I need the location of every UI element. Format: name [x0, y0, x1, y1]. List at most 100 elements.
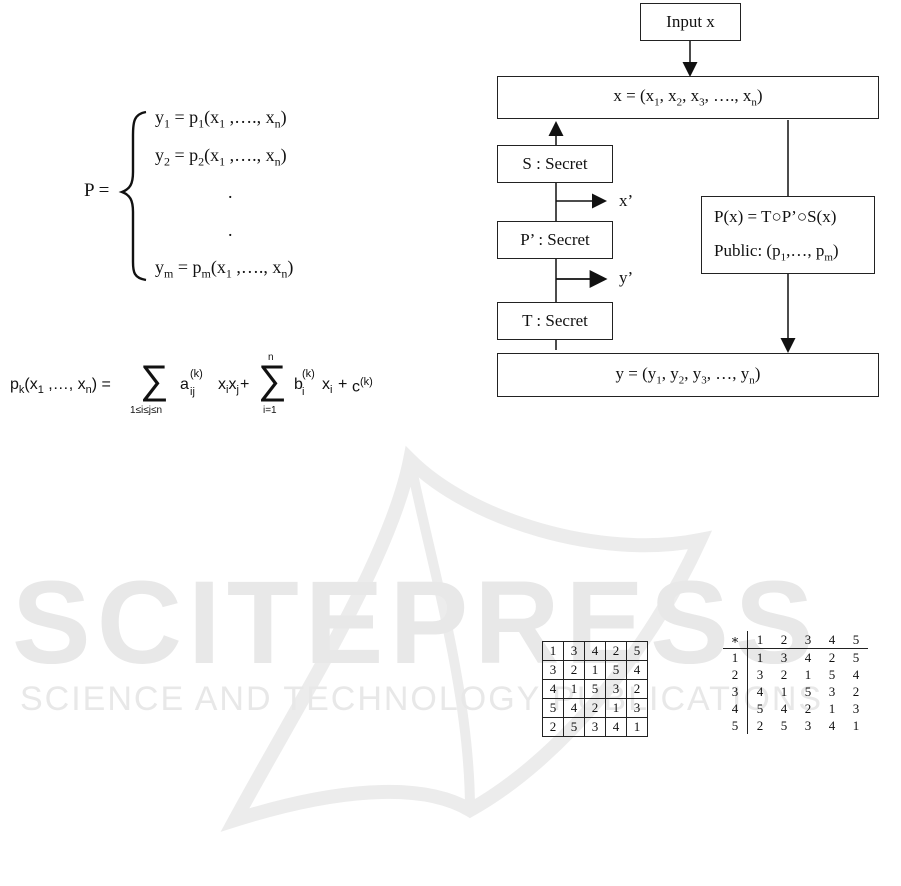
term-xixj: xixj [218, 376, 239, 397]
latin-cell: 1 [563, 679, 585, 699]
cayley-row-label: 1 [723, 648, 748, 666]
latin-cell: 5 [584, 679, 606, 699]
cayley-row-label: 4 [723, 700, 748, 717]
s-secret-box: S : Secret [497, 145, 613, 183]
sum-symbol-1: ∑ [140, 358, 169, 402]
cayley-cell: 1 [828, 700, 836, 716]
latin-cell: 2 [605, 641, 627, 661]
equation-1: y1 = p1(x1 ,…., xn) [155, 107, 287, 131]
cayley-cell: 5 [828, 666, 836, 682]
latin-cell: 4 [605, 717, 627, 737]
cayley-cell: 5 [852, 649, 860, 665]
cayley-header-cell: 3 [796, 631, 820, 649]
latin-cell: 3 [584, 717, 606, 737]
cayley-cell: 3 [756, 666, 764, 682]
plus-1: + [240, 376, 250, 393]
latin-cell: 5 [626, 641, 648, 661]
input-box: Input x [640, 3, 741, 41]
cayley-cell: 1 [852, 717, 860, 733]
latin-cell: 1 [626, 717, 648, 737]
equation-2: y2 = p2(x1 ,…., xn) [155, 145, 287, 169]
y-prime-label: y’ [619, 268, 634, 287]
y-vector-box: y = (y1, y2, y3, …, yn) [497, 353, 879, 397]
formula-lhs: pk(x1 ,…, xn) = [10, 376, 111, 397]
system-lhs: P = [84, 180, 110, 201]
latin-cell: 5 [605, 660, 627, 680]
cayley-cell: 2 [828, 649, 836, 665]
public-key-polynomials: Public: (p1,…, pm) [714, 240, 839, 264]
latin-cell: 3 [626, 698, 648, 718]
cayley-cell: 2 [804, 700, 812, 716]
cayley-cell: 5 [756, 700, 764, 716]
latin-cell: 2 [626, 679, 648, 699]
cayley-cell: 1 [804, 666, 812, 682]
t-secret-box: T : Secret [497, 302, 613, 340]
term-b-sub: i [302, 386, 305, 398]
cayley-cell: 5 [780, 717, 788, 733]
cayley-cell: 3 [852, 700, 860, 716]
latin-cell: 3 [605, 679, 627, 699]
cayley-header-cell: 5 [844, 631, 868, 649]
ellipsis-dot-1: . [228, 182, 233, 202]
cayley-header-cell: 4 [820, 631, 844, 649]
cayley-cell: 1 [756, 649, 764, 665]
cayley-cell: 4 [756, 683, 764, 699]
sum-1-subscript: 1≤i≤j≤n [130, 405, 163, 416]
p-secret-box: P’ : Secret [497, 221, 613, 259]
cayley-cell: 2 [756, 717, 764, 733]
latin-cell: 4 [563, 698, 585, 718]
x-prime-label: x’ [619, 191, 634, 210]
cayley-cell: 4 [780, 700, 788, 716]
cayley-cell: 4 [804, 649, 812, 665]
latin-cell: 1 [584, 660, 606, 680]
term-bx: xi [322, 376, 333, 397]
term-c: c(k) [352, 376, 373, 396]
cayley-cell: 2 [852, 683, 860, 699]
term-b-sup: (k) [302, 368, 315, 380]
cayley-cell: 3 [828, 683, 836, 699]
term-a: a [180, 376, 189, 393]
equation-m: ym = pm(x1 ,…., xn) [155, 257, 294, 281]
cayley-corner: ∗ [723, 631, 748, 649]
cayley-cell: 5 [804, 683, 812, 699]
cayley-cell: 2 [780, 666, 788, 682]
x-vector-box: x = (x1, x2, x3, …., xn) [497, 76, 879, 119]
cayley-cell: 3 [804, 717, 812, 733]
cayley-cell: 3 [780, 649, 788, 665]
watermark-sub: SCIENCE AND TECHNOLOGY PUBLICATIONS [20, 680, 824, 718]
latin-cell: 2 [584, 698, 606, 718]
ellipsis-dot-2: . [228, 220, 233, 240]
latin-cell: 2 [563, 660, 585, 680]
cayley-cell: 4 [828, 717, 836, 733]
cayley-row-label: 5 [723, 717, 748, 734]
latin-cell: 4 [542, 679, 564, 699]
sum-symbol-2: ∑ [258, 358, 287, 402]
cayley-row-label: 2 [723, 666, 748, 683]
latin-cell: 1 [542, 641, 564, 661]
latin-cell: 3 [563, 641, 585, 661]
public-key-composition: P(x) = T○P’○S(x) [714, 206, 837, 226]
cayley-cell: 4 [852, 666, 860, 682]
term-a-sub: ij [190, 386, 195, 398]
cayley-header-cell: 2 [772, 631, 796, 649]
latin-cell: 2 [542, 717, 564, 737]
cayley-row-label: 3 [723, 683, 748, 700]
latin-cell: 4 [626, 660, 648, 680]
latin-cell: 4 [584, 641, 606, 661]
public-key-box: P(x) = T○P’○S(x) Public: (p1,…, pm) [701, 196, 875, 274]
term-a-sup: (k) [190, 368, 203, 380]
sum-2-subscript: i=1 [263, 405, 277, 416]
latin-cell: 1 [605, 698, 627, 718]
